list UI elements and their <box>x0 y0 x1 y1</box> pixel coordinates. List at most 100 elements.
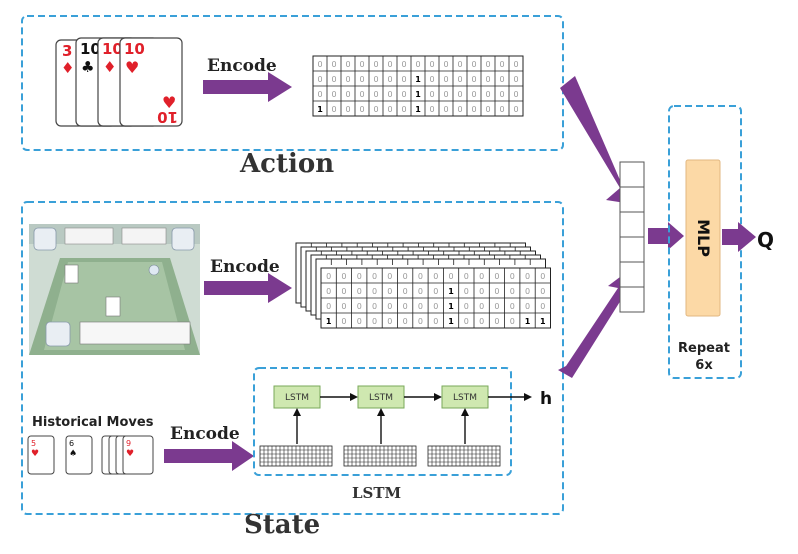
matrix-cell: 0 <box>429 105 434 114</box>
history-card-2-suit: ♠ <box>69 449 77 459</box>
matrix-cell: 0 <box>331 90 336 99</box>
action-card-3-suit: ♦ <box>103 58 116 76</box>
matrix-cell: 0 <box>457 60 462 69</box>
mlp-label: MLP <box>694 219 713 257</box>
action-encode-label: Encode <box>207 56 277 76</box>
matrix-cell: 0 <box>387 60 392 69</box>
matrix-cell: 0 <box>401 60 406 69</box>
matrix-cell: 0 <box>387 75 392 84</box>
lstm-hidden-arrowhead <box>524 393 532 401</box>
matrix-cell: 0 <box>403 302 408 311</box>
state-encode-arrow <box>204 273 292 303</box>
matrix-cell: 0 <box>387 272 392 281</box>
matrix-cell: 0 <box>525 287 530 296</box>
matrix-cell: 0 <box>357 272 362 281</box>
lstm-input-arrowhead <box>461 408 469 416</box>
matrix-cell: 0 <box>317 75 322 84</box>
matrix-cell: 0 <box>464 287 469 296</box>
lstm-cell-label: LSTM <box>453 393 477 403</box>
state-to-vector-arrow <box>558 268 638 378</box>
matrix-cell: 0 <box>357 302 362 311</box>
lstm-output-h: h <box>540 389 552 409</box>
lstm-input-arrowhead <box>377 408 385 416</box>
matrix-cell: 0 <box>479 317 484 326</box>
matrix-cell: 0 <box>331 60 336 69</box>
matrix-cell: 0 <box>345 75 350 84</box>
matrix-cell: 1 <box>326 317 332 326</box>
vector-cell <box>619 211 645 238</box>
lstm-cell-label: LSTM <box>285 393 309 403</box>
matrix-cell: 0 <box>403 317 408 326</box>
matrix-cell: 0 <box>464 317 469 326</box>
concatenated-vector <box>619 161 645 313</box>
matrix-cell: 0 <box>471 60 476 69</box>
matrix-cell: 0 <box>540 272 545 281</box>
historical-moves-label: Historical Moves <box>32 415 154 430</box>
lstm-hidden-arrowhead <box>434 393 442 401</box>
matrix-cell: 0 <box>326 287 331 296</box>
matrix-cell: 0 <box>429 90 434 99</box>
matrix-cell: 0 <box>513 90 518 99</box>
matrix-cell: 0 <box>387 317 392 326</box>
matrix-cell: 0 <box>479 287 484 296</box>
action-card-1-rank: 3 <box>62 42 72 60</box>
matrix-cell: 0 <box>372 287 377 296</box>
history-card-3-fan: 9 ♥ <box>101 435 154 475</box>
lstm-encode-arrow <box>164 441 254 471</box>
q-output: Q <box>757 228 774 252</box>
vector-to-mlp-arrow <box>648 222 684 250</box>
state-encode-label: Encode <box>210 257 280 277</box>
history-card-1: 5 ♥ <box>27 435 55 475</box>
matrix-cell: 0 <box>443 60 448 69</box>
matrix-cell: 0 <box>485 60 490 69</box>
lstm-group-label: LSTM <box>352 484 401 502</box>
matrix-cell: 0 <box>494 287 499 296</box>
matrix-cell: 0 <box>457 90 462 99</box>
matrix-cell: 0 <box>326 272 331 281</box>
matrix-cell: 0 <box>471 75 476 84</box>
matrix-cell: 0 <box>429 60 434 69</box>
matrix-cell: 0 <box>510 272 515 281</box>
matrix-cell: 0 <box>373 90 378 99</box>
matrix-cell: 0 <box>373 105 378 114</box>
matrix-cell: 0 <box>387 105 392 114</box>
history-card-2: 6 ♠ <box>65 435 93 475</box>
matrix-cell: 0 <box>418 272 423 281</box>
matrix-cell: 0 <box>494 302 499 311</box>
matrix-cell: 1 <box>317 105 323 114</box>
matrix-cell: 0 <box>317 60 322 69</box>
matrix-cell: 0 <box>457 75 462 84</box>
matrix-cell: 0 <box>317 90 322 99</box>
matrix-cell: 0 <box>443 75 448 84</box>
matrix-cell: 0 <box>403 287 408 296</box>
matrix-cell: 0 <box>401 90 406 99</box>
matrix-cell: 0 <box>510 317 515 326</box>
matrix-cell: 0 <box>513 75 518 84</box>
history-card-2-rank: 6 <box>69 439 74 448</box>
action-card-3-rank: 10 <box>102 40 123 58</box>
matrix-cell: 0 <box>415 60 420 69</box>
action-card-2-suit: ♣ <box>81 58 94 76</box>
matrix-cell: 0 <box>457 105 462 114</box>
matrix-cell: 0 <box>540 287 545 296</box>
lstm-hidden-arrowhead <box>350 393 358 401</box>
action-card-2-rank: 10 <box>80 40 101 58</box>
matrix-cell: 0 <box>443 90 448 99</box>
lstm-encode-label: Encode <box>170 424 240 444</box>
matrix-cell: 0 <box>499 105 504 114</box>
matrix-cell: 0 <box>485 105 490 114</box>
matrix-cell: 0 <box>513 105 518 114</box>
vector-cell <box>619 261 645 288</box>
matrix-cell: 0 <box>403 272 408 281</box>
matrix-cell: 0 <box>499 90 504 99</box>
matrix-cell: 0 <box>341 302 346 311</box>
action-card-4-rank: 10 <box>124 40 145 58</box>
history-cards: 5 ♥ 6 ♠ 9 ♥ <box>27 435 154 475</box>
matrix-cell: 0 <box>345 60 350 69</box>
action-card-4: 10 ♥ ♥ 10 <box>119 37 183 127</box>
matrix-cell: 0 <box>331 105 336 114</box>
matrix-cell: 0 <box>359 60 364 69</box>
